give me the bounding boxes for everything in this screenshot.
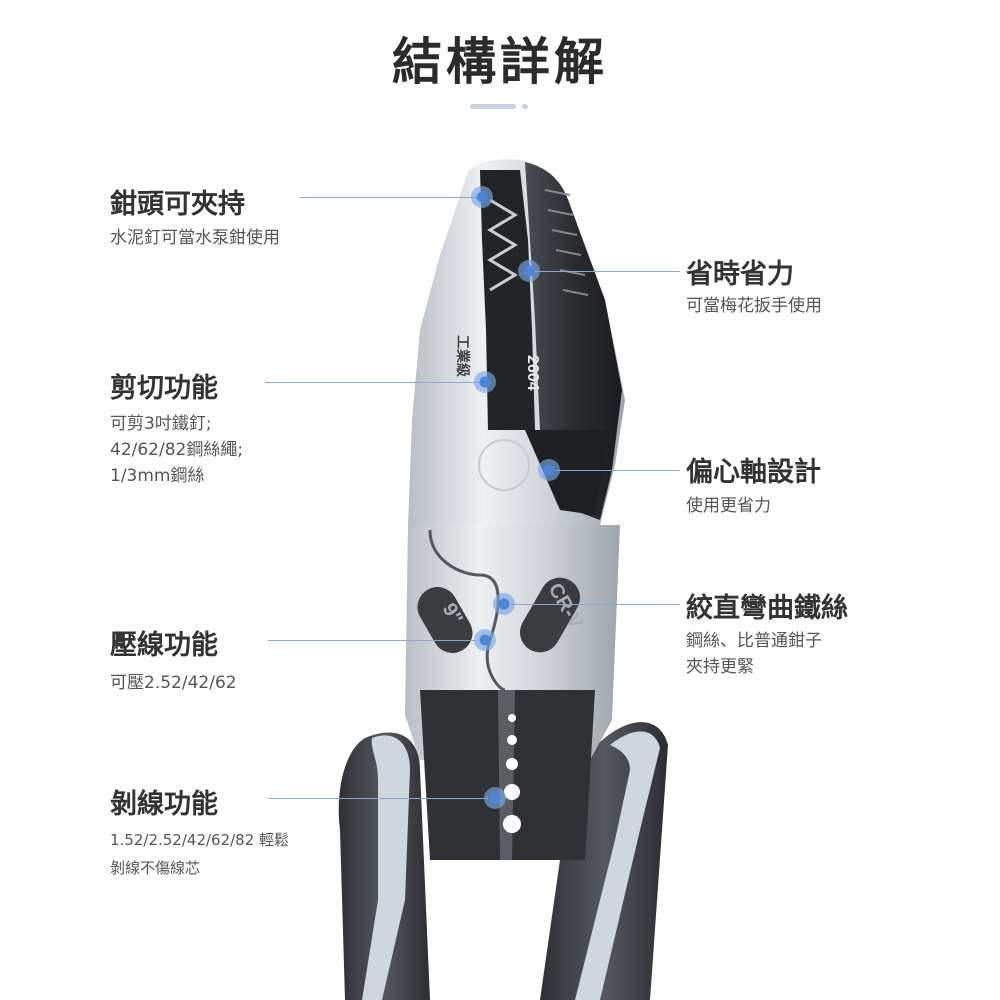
- left-handle-grip: [362, 735, 410, 1000]
- callout-dot: [538, 459, 560, 481]
- callout-line: [535, 271, 680, 272]
- feature-desc-cutting: 可剪3吋鐵釘; 42/62/82鋼絲繩; 1/3mm鋼絲: [110, 414, 244, 486]
- pivot-circle: [478, 439, 530, 491]
- feature-desc-eccentric: 使用更省力: [686, 496, 771, 516]
- callout-dot: [471, 186, 493, 208]
- callout-line: [268, 798, 488, 799]
- feature-title-cutting: 剪切功能: [110, 373, 218, 404]
- callout-line: [300, 197, 478, 198]
- callout-dot: [493, 593, 515, 615]
- jaw-channel: [480, 170, 535, 430]
- callout-dot: [484, 787, 506, 809]
- callout-dot: [518, 260, 540, 282]
- callout-dot: [474, 629, 496, 651]
- engraving-left: 工業級: [455, 335, 471, 377]
- title-underline-dot: [522, 104, 528, 109]
- feature-title-clamp: 鉗頭可夾持: [110, 189, 245, 220]
- feature-title-eccentric: 偏心軸設計: [686, 457, 821, 488]
- feature-desc-clamp: 水泥釘可當水泵鉗使用: [110, 228, 280, 248]
- callout-dot: [474, 371, 496, 393]
- right-handle-grip: [575, 731, 660, 1000]
- right-grip-badge: [520, 577, 580, 653]
- feature-desc-effort: 可當梅花扳手使用: [686, 296, 822, 316]
- left-grip-badge: [417, 587, 473, 653]
- feature-title-effort: 省時省力: [686, 259, 794, 290]
- engraving-right: 2604: [524, 355, 541, 391]
- callout-line: [265, 382, 480, 383]
- feature-title-twist: 絞直彎曲鐵絲: [686, 593, 848, 624]
- feature-title-stripping: 剝線功能: [110, 789, 218, 820]
- cutter-blade: [525, 430, 610, 515]
- feature-desc-stripping: 1.52/2.52/42/62/82 輕鬆 剝線不傷線芯: [110, 831, 290, 877]
- feature-title-crimping: 壓線功能: [110, 630, 218, 661]
- callout-line: [556, 470, 680, 471]
- callout-line: [268, 640, 476, 641]
- feature-desc-twist: 鋼絲、比普通鉗子 夾持更緊: [686, 631, 822, 677]
- title-underline: [470, 104, 516, 109]
- feature-desc-crimping: 可壓2.52/42/62: [110, 673, 237, 693]
- crimp-curve: [428, 529, 506, 692]
- page-title: 結構詳解: [392, 33, 608, 91]
- callout-line: [510, 604, 680, 605]
